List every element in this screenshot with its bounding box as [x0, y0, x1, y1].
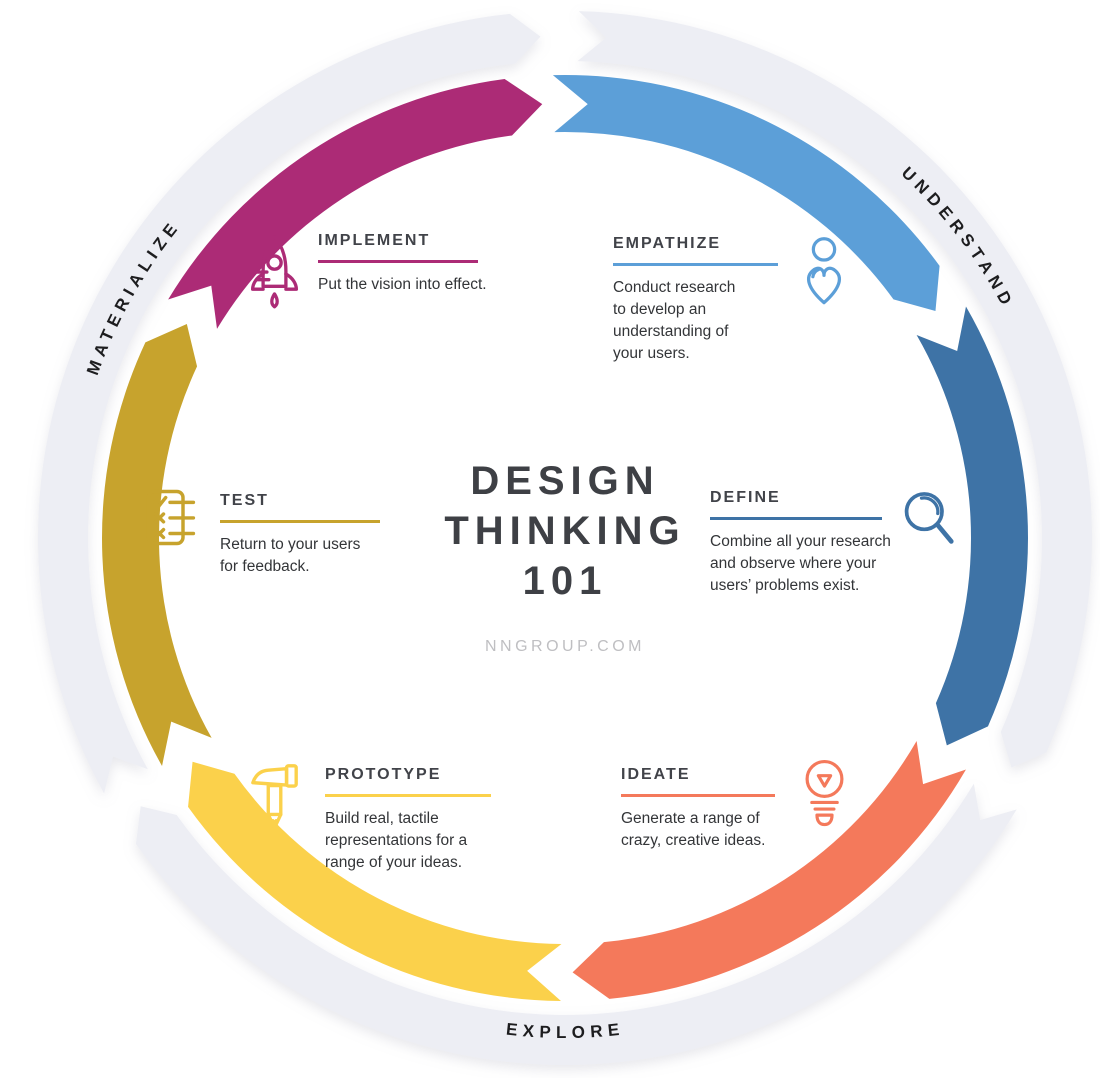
stage-ideate-title: IDEATE [621, 766, 691, 783]
website-label: NNGROUP.COM [485, 638, 645, 655]
rocket-icon [246, 232, 303, 316]
lightbulb-icon [801, 756, 848, 832]
stage-ideate-description: Generate a range of crazy, creative idea… [621, 810, 766, 849]
stage-define-description: Combine all your research and observe wh… [710, 533, 891, 594]
stage-test-title: TEST [220, 492, 269, 509]
stage-empathize-underline [613, 263, 778, 266]
stage-empathize-title: EMPATHIZE [613, 235, 722, 252]
stage-define: DEFINE Combine all your research and obs… [710, 489, 925, 597]
stage-arc-define [916, 306, 1028, 746]
stage-implement-title: IMPLEMENT [318, 232, 431, 249]
stage-implement-description: Put the vision into effect. [318, 276, 487, 293]
phase-arc-materialize [38, 13, 541, 794]
stage-implement-underline [318, 260, 478, 263]
stage-define-title: DEFINE [710, 489, 781, 506]
stage-test-description: Return to your users for feedback. [220, 536, 361, 575]
stage-prototype-title: PROTOTYPE [325, 766, 442, 783]
stage-define-underline [710, 517, 882, 520]
stage-test: TEST Return to your users for feedback. [220, 492, 400, 578]
stage-implement: IMPLEMENT Put the vision into effect. [318, 232, 548, 296]
stage-ideate: IDEATE Generate a range of crazy, creati… [621, 766, 801, 852]
hammer-pencil-icon [249, 760, 301, 840]
stage-empathize: EMPATHIZE Conduct research to develop an… [613, 235, 793, 365]
stage-prototype-description: Build real, tactile representations for … [325, 810, 468, 871]
stage-arc-prototype [188, 761, 562, 1001]
stage-prototype: PROTOTYPE Build real, tactile representa… [325, 766, 515, 874]
phase-label-explore: EXPLORE [505, 1020, 625, 1043]
phase-arc-explore [135, 783, 1017, 1066]
stage-prototype-underline [325, 794, 491, 797]
stage-arc-empathize [552, 75, 940, 311]
diagram-title: DESIGN THINKING 101 [365, 456, 765, 606]
stage-arc-ideate [572, 741, 966, 999]
checklist-icon [144, 486, 196, 549]
phase-arc-understand [577, 11, 1093, 768]
stage-empathize-description: Conduct research to develop an understan… [613, 279, 736, 362]
phase-ring [38, 11, 1093, 1066]
stage-ideate-underline [621, 794, 775, 797]
magnifying-glass-icon [901, 487, 955, 553]
diagram-title-text: DESIGN THINKING 101 [444, 459, 686, 603]
person-with-heart-icon [799, 235, 849, 311]
stage-test-underline [220, 520, 380, 523]
